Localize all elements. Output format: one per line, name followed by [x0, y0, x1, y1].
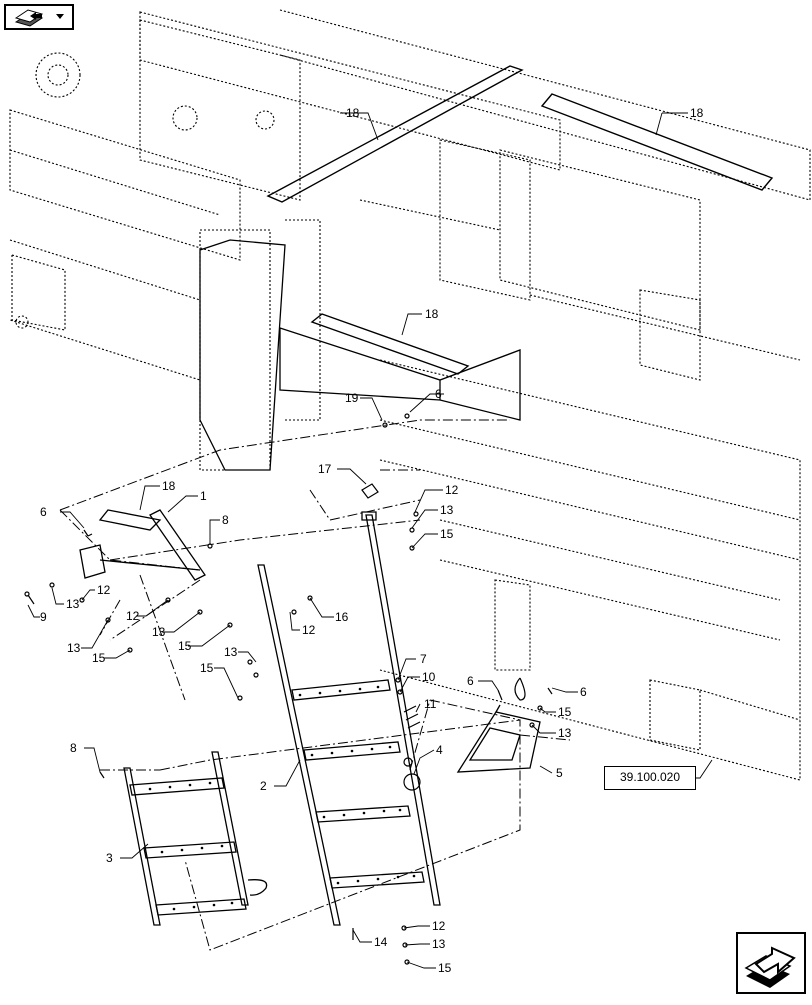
callout-13-ladder: 13	[224, 645, 238, 659]
part-17	[361, 483, 379, 499]
fasteners	[24, 413, 553, 965]
callout-13-right: 13	[558, 726, 572, 740]
callout-4: 4	[436, 743, 443, 757]
callout-8-bracket: 8	[222, 513, 229, 527]
callout-19: 19	[345, 391, 359, 405]
callout-12-left: 12	[97, 583, 111, 597]
strip-18-mid	[310, 313, 470, 375]
callout-15-lower-left: 15	[92, 651, 106, 665]
step-5	[456, 704, 541, 773]
callout-3: 3	[106, 851, 113, 865]
callout-18-right: 18	[690, 106, 704, 120]
callout-18-top: 18	[346, 106, 360, 120]
callout-12-upper: 12	[445, 483, 459, 497]
ladder-2	[257, 511, 441, 926]
callout-13-upper: 13	[440, 503, 454, 517]
callout-2: 2	[260, 779, 267, 793]
callout-13-middle: 13	[152, 625, 166, 639]
callout-13-left: 13	[66, 597, 80, 611]
callout-12-bottom: 12	[432, 919, 446, 933]
callout-1: 1	[200, 489, 207, 503]
callout-6-right: 6	[580, 685, 587, 699]
callout-6-left: 6	[40, 505, 47, 519]
strip-18-top-right	[540, 93, 774, 191]
view-toggle-button[interactable]	[4, 4, 74, 30]
machine-frame	[9, 9, 811, 781]
callout-18-bracket: 18	[162, 479, 176, 493]
next-page-arrow-icon	[744, 946, 796, 988]
callout-18-mid: 18	[425, 307, 439, 321]
callout-15-right: 15	[558, 705, 572, 719]
cross-reference-link[interactable]: 39.100.020	[604, 766, 696, 790]
callout-8-ladder: 8	[70, 741, 77, 755]
callout-15-ladder: 15	[200, 661, 214, 675]
callout-13-lower-left: 13	[67, 641, 81, 655]
callout-5: 5	[556, 766, 563, 780]
small-parts	[361, 483, 526, 791]
part-4	[403, 773, 421, 791]
callout-17: 17	[318, 462, 332, 476]
callout-6-step: 6	[467, 674, 474, 688]
view-toggle-icon	[14, 9, 64, 27]
ladder-rungs	[291, 679, 425, 889]
strip-18-top-left	[266, 65, 524, 203]
callout-13-bottom: 13	[432, 937, 446, 951]
callout-15-bottom: 15	[438, 961, 452, 975]
ladder-3	[123, 751, 268, 926]
callout-14: 14	[374, 935, 388, 949]
callout-7: 7	[420, 652, 427, 666]
callout-12-middle: 12	[126, 609, 140, 623]
callout-15-middle: 15	[178, 639, 192, 653]
leader-lines	[27, 112, 713, 969]
assembly-guides	[59, 419, 571, 951]
callout-16: 16	[335, 610, 349, 624]
next-page-button[interactable]	[736, 932, 806, 994]
callout-6-upper: 6	[435, 387, 442, 401]
callout-9: 9	[40, 610, 47, 624]
step-platform	[199, 239, 521, 471]
callout-12-ladder: 12	[302, 623, 316, 637]
callout-15-upper: 15	[440, 527, 454, 541]
callout-10: 10	[422, 670, 436, 684]
callout-11: 11	[424, 697, 437, 711]
bracket-1	[79, 509, 206, 581]
